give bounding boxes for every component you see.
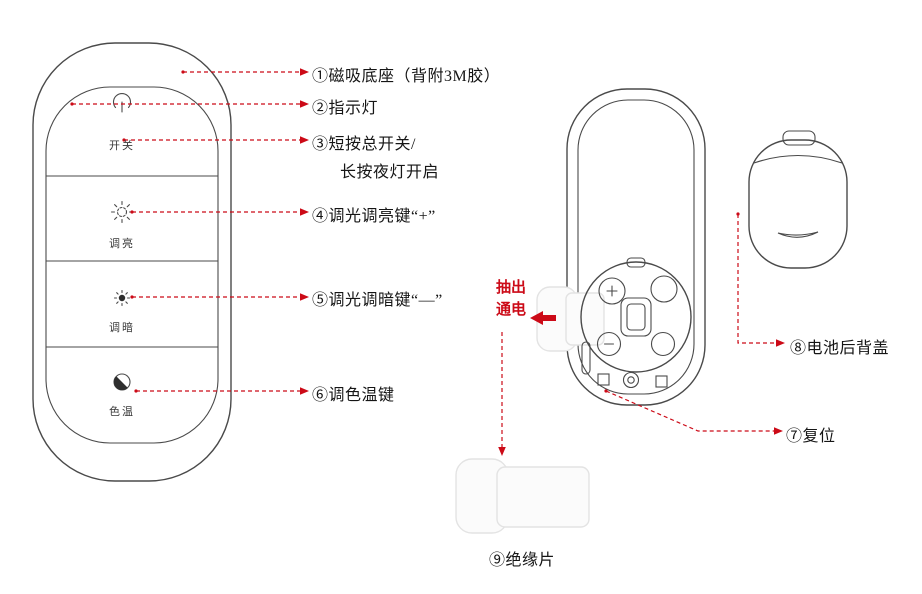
button-label-brighten: 调亮: [109, 238, 135, 250]
callout-arrow-8: [776, 339, 785, 347]
battery-contact-bottom-right: [650, 331, 676, 357]
callout-lines: [70, 68, 785, 456]
back-remote: [536, 88, 706, 406]
front-remote-panel: [45, 86, 219, 444]
battery-contact-plus: [598, 277, 626, 305]
compartment-top-tab: [626, 257, 646, 268]
battery-cover-outline: [748, 139, 848, 269]
battery-slot-inner: [626, 303, 646, 331]
callout-7-label: ⑦复位: [786, 428, 836, 445]
cover-top-edge: [753, 154, 843, 164]
callout-3-label: ③短按总开关/: [312, 136, 416, 153]
back-remote-details: [581, 341, 668, 389]
callout-line-8: [737, 214, 776, 344]
side-slot: [581, 341, 591, 375]
callout-3-label-line2: 长按夜灯开启: [340, 164, 440, 181]
pull-direction-arrow: [530, 311, 556, 325]
front-remote: [32, 42, 232, 482]
callout-4-label: ④调光调亮键“+”: [312, 208, 436, 225]
callout-arrow-6: [300, 387, 309, 395]
callout-arrow-3: [300, 136, 309, 144]
callout-2-label: ②指示灯: [312, 100, 379, 117]
callout-6-label: ⑥调色温键: [312, 387, 395, 404]
battery-cover: [748, 130, 848, 269]
button-label-colortemp: 色温: [109, 406, 135, 418]
cover-finger-slot: [777, 231, 819, 238]
button-label-dim: 调暗: [109, 322, 135, 334]
callout-arrow-2: [300, 100, 309, 108]
back-remote-panel: [577, 99, 695, 395]
power-icon: [113, 92, 131, 113]
callout-arrow-9: [498, 447, 506, 456]
front-remote-outline: [32, 42, 232, 482]
pull-note-line2: 通电: [496, 302, 527, 318]
battery-contact-top-right: [650, 275, 678, 303]
callout-8-label: ⑧电池后背盖: [790, 340, 890, 357]
callout-9-label: ⑨绝缘片: [489, 552, 556, 569]
brightness-up-icon: [110, 200, 134, 224]
color-temperature-icon: [113, 373, 131, 391]
callout-line-7: [605, 390, 774, 432]
contact-pad-left: [597, 373, 610, 386]
callout-arrow-7: [774, 427, 783, 435]
battery-compartment: [580, 257, 692, 373]
insulation-sheet: [455, 458, 590, 534]
callout-arrow-1: [300, 68, 309, 76]
cover-clip: [782, 130, 816, 146]
battery-slot-outer: [620, 297, 652, 337]
reset-button: [622, 371, 640, 389]
callout-arrow-5: [300, 293, 309, 301]
insulation-tab: [536, 286, 605, 352]
button-label-power: 开关: [109, 140, 135, 152]
callout-1-label: ①磁吸底座（背附3M胶）: [312, 68, 501, 85]
brightness-down-icon: [113, 289, 131, 307]
battery-contact-minus: [596, 331, 622, 357]
contact-pad-right: [655, 375, 668, 388]
back-remote-outline: [566, 88, 706, 406]
callout-5-label: ⑤调光调暗键“—”: [312, 292, 443, 309]
pull-note-line1: 抽出: [496, 280, 527, 296]
callout-arrow-4: [300, 208, 309, 216]
